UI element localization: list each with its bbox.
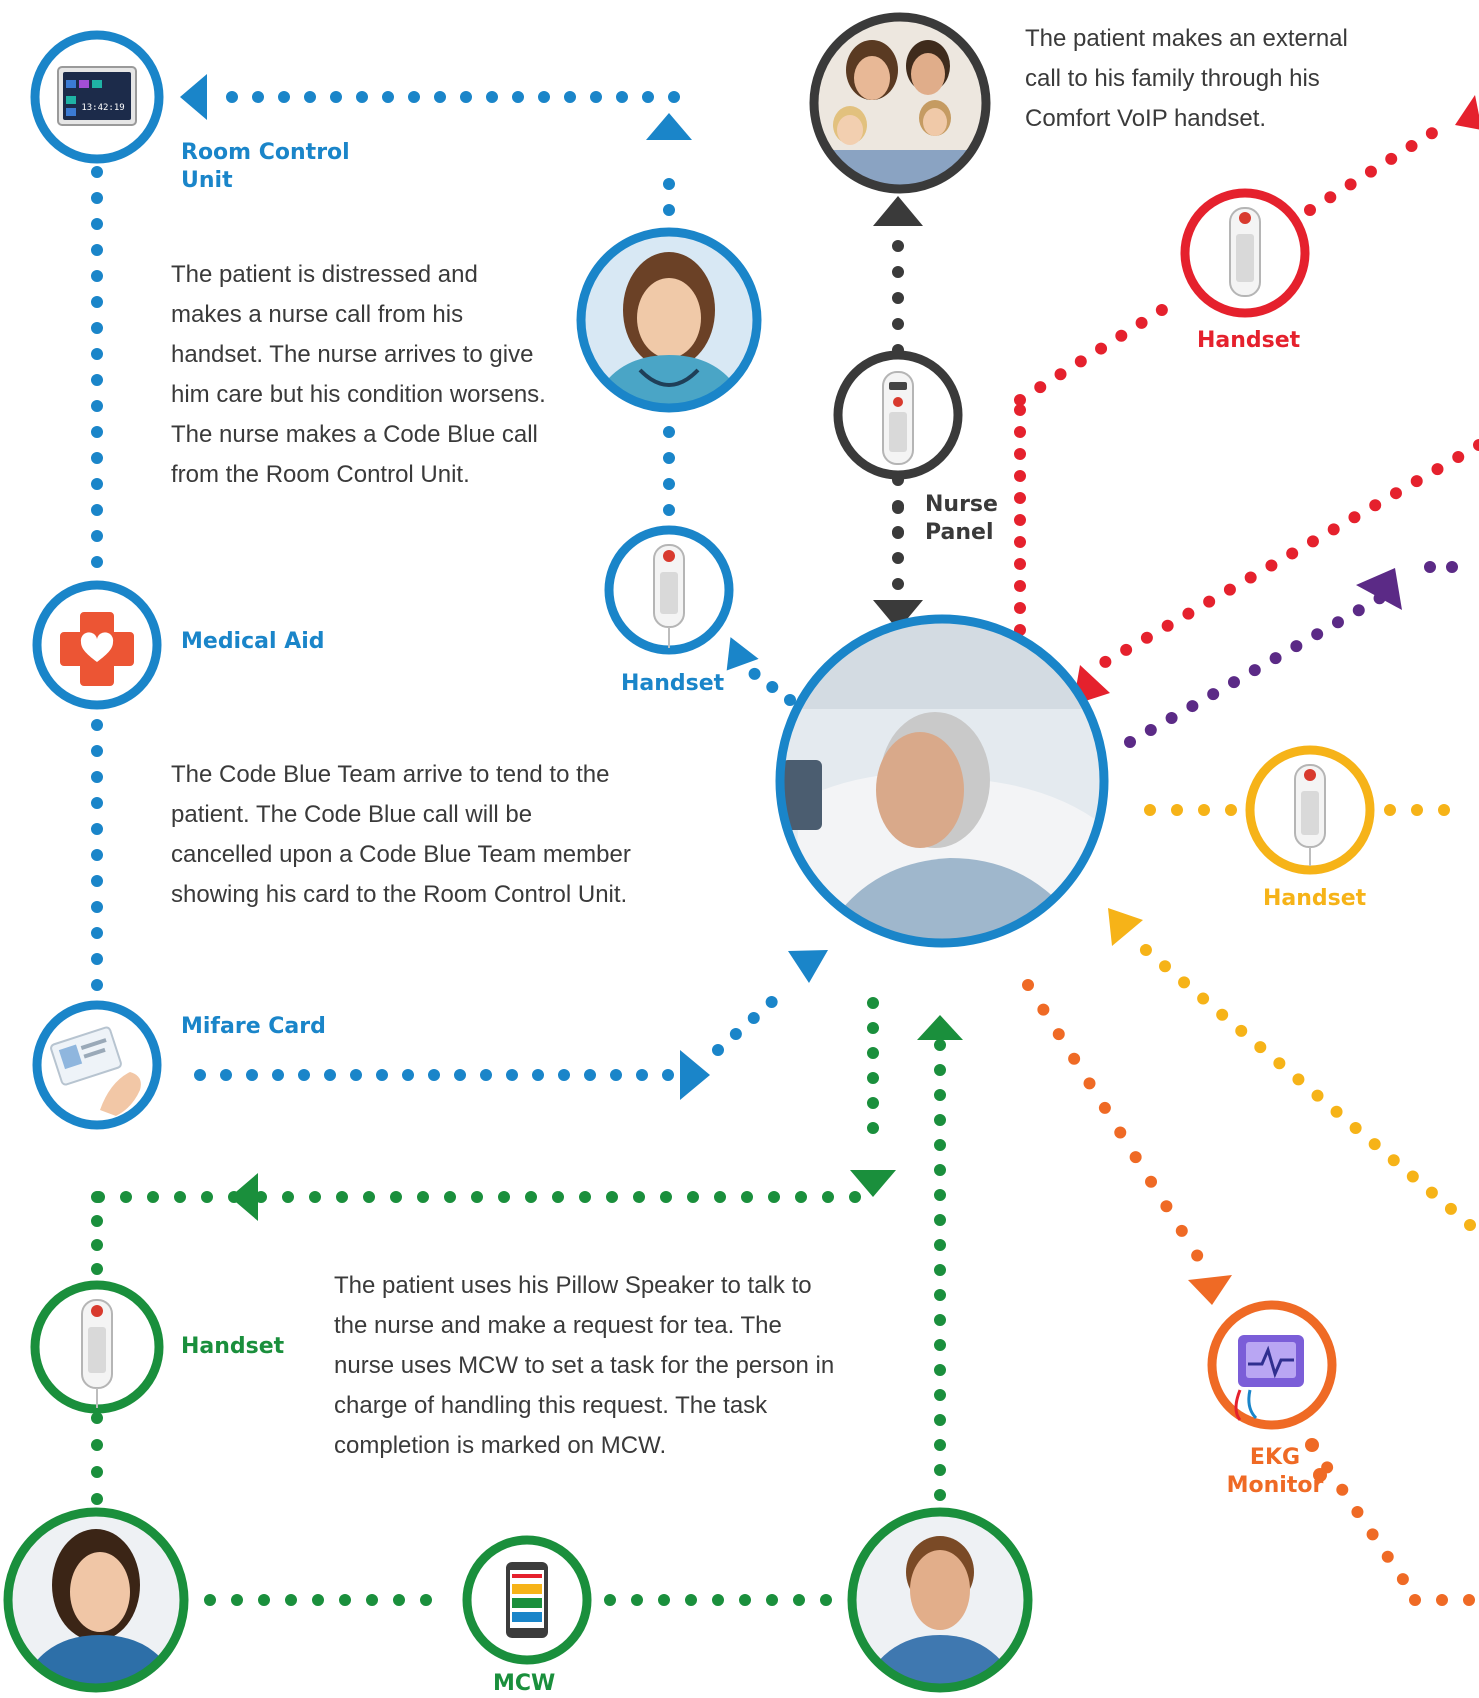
id-card-icon bbox=[50, 1026, 141, 1116]
nurse-photo-node bbox=[576, 227, 762, 413]
room-control-unit-node[interactable]: 13:42:19 bbox=[30, 30, 164, 164]
arrow-down-green bbox=[850, 1170, 896, 1197]
connector-patient-to-handset bbox=[746, 666, 796, 706]
mifare-card-label: Mifare Card bbox=[181, 1014, 326, 1039]
handset-blue-node[interactable] bbox=[604, 525, 734, 655]
handset-icon bbox=[653, 544, 685, 648]
medical-aid-node[interactable] bbox=[32, 580, 162, 710]
arrow-to-patient-gold bbox=[1108, 908, 1143, 946]
arrow-to-ekg bbox=[1188, 1275, 1232, 1305]
mcw-node[interactable] bbox=[462, 1535, 592, 1665]
handset-red-label: Handset bbox=[1197, 328, 1301, 353]
code-blue-team-text: The Code Blue Team arrive to tend to the… bbox=[171, 761, 631, 908]
nurse-bottom-photo-node bbox=[3, 1507, 189, 1693]
connector-mifare-to-patient bbox=[712, 984, 791, 1056]
medical-aid-label: Medical Aid bbox=[181, 629, 325, 654]
arrow-left-green bbox=[230, 1173, 258, 1221]
rcu-clock-text: 13:42:19 bbox=[81, 103, 124, 113]
arrow-up-green bbox=[917, 1015, 963, 1040]
arrow-to-handset-blue bbox=[726, 637, 759, 671]
handset-icon bbox=[1294, 764, 1326, 866]
connector-red-to-handset bbox=[1014, 302, 1171, 406]
room-control-unit-label: Room Control Unit bbox=[181, 140, 350, 193]
nurse-call-text: The patient is distressed and makes a nu… bbox=[171, 261, 546, 488]
handset-icon bbox=[1229, 207, 1261, 297]
smartphone-icon bbox=[506, 1562, 548, 1638]
patient-photo-node bbox=[775, 614, 1109, 948]
connector-red-incoming bbox=[1094, 439, 1479, 671]
handset-red-node[interactable] bbox=[1180, 188, 1310, 318]
arrow-to-patient-dark bbox=[873, 600, 923, 630]
handset-blue-label: Handset bbox=[621, 671, 725, 696]
staff-member-photo-node bbox=[847, 1507, 1033, 1693]
ekg-monitor-node[interactable] bbox=[1207, 1300, 1337, 1430]
nurse-panel-label: Nurse Panel bbox=[925, 492, 998, 545]
arrow-to-rcu bbox=[180, 74, 207, 120]
handset-green-label: Handset bbox=[181, 1334, 285, 1359]
connector-gold-incoming bbox=[1134, 939, 1476, 1231]
handset-icon bbox=[882, 371, 914, 465]
connector-ekg-out bbox=[1306, 1439, 1421, 1603]
mcw-label: MCW bbox=[493, 1671, 556, 1696]
nurse-panel-node[interactable] bbox=[833, 350, 963, 480]
connector-patient-to-ekg bbox=[1022, 979, 1206, 1266]
ekg-monitor-icon bbox=[1234, 1335, 1304, 1421]
external-call-text: The patient makes an external call to hi… bbox=[1025, 25, 1348, 132]
connector-purple-outgoing bbox=[1124, 592, 1386, 748]
arrow-external-red bbox=[1455, 95, 1479, 130]
arrow-purple bbox=[1356, 568, 1402, 610]
handset-gold-node[interactable] bbox=[1245, 745, 1375, 875]
connector-handset-to-external bbox=[1304, 119, 1451, 216]
arrow-to-patient-blue bbox=[788, 950, 828, 983]
handset-green-node[interactable] bbox=[30, 1280, 164, 1414]
arrow-to-family bbox=[873, 196, 923, 226]
heart-icon bbox=[80, 632, 114, 662]
mifare-card-node[interactable] bbox=[32, 1000, 162, 1130]
family-photo-node bbox=[809, 12, 991, 194]
ekg-monitor-label: EKG Monitor bbox=[1226, 1445, 1324, 1498]
handset-icon bbox=[81, 1299, 113, 1408]
arrow-into-mifare-right bbox=[680, 1050, 710, 1100]
handset-gold-label: Handset bbox=[1263, 886, 1367, 911]
arrow-up-from-nurse bbox=[646, 113, 692, 140]
pillow-speaker-text: The patient uses his Pillow Speaker to t… bbox=[334, 1272, 835, 1459]
